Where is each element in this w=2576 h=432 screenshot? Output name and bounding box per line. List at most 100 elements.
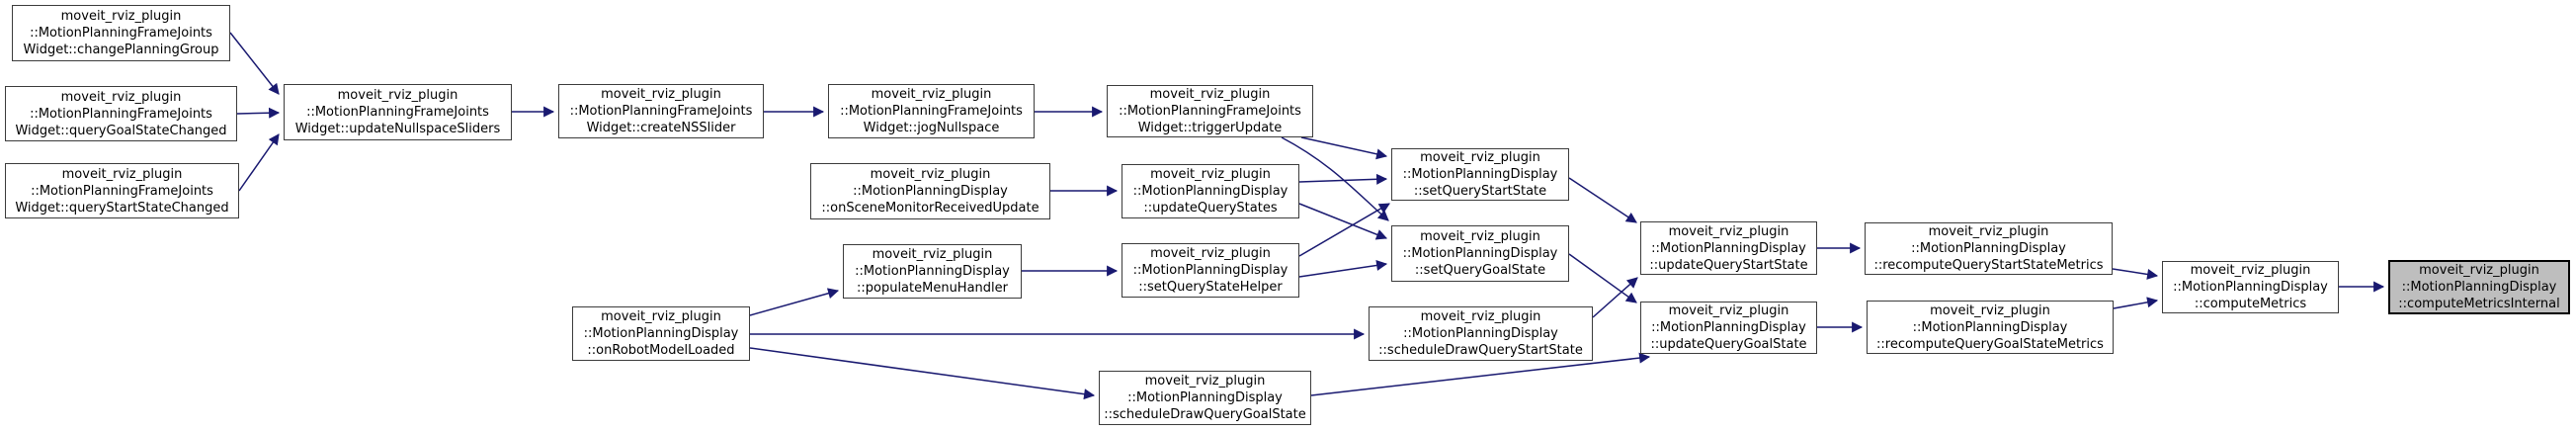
node-label-line: moveit_rviz_plugin [601, 87, 721, 102]
node-label-line: moveit_rviz_plugin [1144, 374, 1266, 389]
node-label-line: ::MotionPlanningDisplay [1651, 240, 1806, 256]
node-queryStartStateChanged[interactable]: moveit_rviz_plugin::MotionPlanningFrameJ… [5, 163, 239, 218]
node-label-line: ::updateQueryStates [1143, 201, 1278, 216]
node-updateQueryGoalState[interactable]: moveit_rviz_plugin::MotionPlanningDispla… [1640, 302, 1817, 354]
edge-setQueryGoalState-to-updateQueryGoalState [1568, 253, 1637, 303]
node-label-line: ::scheduleDrawQueryStartState [1378, 343, 1583, 358]
node-label-line: ::MotionPlanningDisplay [2401, 280, 2557, 295]
edge-scheduleDrawQueryGoalState-to-updateQueryGoalState [1310, 352, 1651, 396]
node-label-line: moveit_rviz_plugin [60, 9, 182, 24]
node-label-line: Widget::jogNullspace [863, 121, 1000, 135]
node-setQueryStateHelper[interactable]: moveit_rviz_plugin::MotionPlanningDispla… [1122, 243, 1299, 298]
node-label-line: moveit_rviz_plugin [2190, 263, 2311, 278]
node-label-line: ::setQueryGoalState [1414, 263, 1546, 278]
edge-queryGoalStateChanged-to-updateNullspaceSliders [236, 107, 281, 119]
node-recomputeQueryGoalStateMetrics[interactable]: moveit_rviz_plugin::MotionPlanningDispla… [1867, 301, 2114, 354]
edge-changePlanningGroup-to-updateNullspaceSliders [229, 32, 280, 95]
node-label-line: ::MotionPlanningDisplay [2173, 280, 2328, 295]
node-label-line: moveit_rviz_plugin [871, 87, 992, 102]
node-label-line: Widget::updateNullspaceSliders [294, 122, 501, 136]
node-updateNullspaceSliders[interactable]: moveit_rviz_plugin::MotionPlanningFrameJ… [284, 84, 512, 140]
node-label-line: ::recomputeQueryStartStateMetrics [1873, 258, 2104, 273]
node-label-line: ::MotionPlanningDisplay [1127, 390, 1283, 405]
edge-updateQueryStates-to-setQueryGoalState [1298, 203, 1388, 240]
node-recomputeQueryStartStateMetrics[interactable]: moveit_rviz_plugin::MotionPlanningDispla… [1865, 222, 2113, 275]
node-label-line: Widget::queryGoalStateChanged [15, 123, 227, 138]
node-label-line: ::MotionPlanningDisplay [853, 184, 1008, 199]
node-label-line: moveit_rviz_plugin [60, 89, 182, 105]
node-label-line: Widget::queryStartStateChanged [15, 200, 229, 216]
node-label-line: ::updateQueryGoalState [1650, 337, 1807, 352]
edge-setQueryStartState-to-updateQueryStartState [1568, 177, 1637, 223]
node-label-line: ::MotionPlanningDisplay [1651, 320, 1806, 335]
edge-onRobotModelLoaded-to-scheduleDrawQueryGoalState [749, 347, 1096, 400]
node-label-line: ::MotionPlanningDisplay [1132, 263, 1288, 278]
node-populateMenuHandler[interactable]: moveit_rviz_plugin::MotionPlanningDispla… [843, 244, 1022, 299]
node-label-line: moveit_rviz_plugin [1930, 302, 2050, 318]
node-label-line: ::onSceneMonitorReceivedUpdate [821, 201, 1039, 216]
node-computeMetrics[interactable]: moveit_rviz_plugin::MotionPlanningDispla… [2162, 261, 2339, 313]
node-label-line: ::MotionPlanningDisplay [1912, 319, 2068, 335]
node-label-line: ::MotionPlanningFrameJoints [30, 26, 212, 41]
edge-recomputeQueryStartStateMetrics-to-computeMetrics [2112, 268, 2159, 280]
node-createNSSlider[interactable]: moveit_rviz_plugin::MotionPlanningFrameJ… [558, 84, 764, 138]
node-updateQueryStates[interactable]: moveit_rviz_plugin::MotionPlanningDispla… [1122, 164, 1299, 218]
node-label-line: moveit_rviz_plugin [601, 309, 721, 324]
node-label-line: ::MotionPlanningFrameJoints [306, 105, 489, 120]
node-label-line: ::scheduleDrawQueryGoalState [1104, 407, 1306, 422]
node-label-line: ::MotionPlanningDisplay [1402, 167, 1558, 182]
node-label-line: moveit_rviz_plugin [1420, 150, 1540, 165]
node-label-line: ::updateQueryStartState [1649, 257, 1808, 273]
edge-scheduleDrawQueryStartState-to-updateQueryStartState [1592, 277, 1638, 318]
node-label-line: moveit_rviz_plugin [1420, 229, 1540, 244]
node-label-line: moveit_rviz_plugin [1420, 309, 1541, 324]
node-label-line: moveit_rviz_plugin [872, 247, 993, 262]
node-label-line: ::onRobotModelLoaded [587, 343, 735, 358]
edge-setQueryStateHelper-to-setQueryStartState [1298, 203, 1390, 257]
node-updateQueryStartState[interactable]: moveit_rviz_plugin::MotionPlanningDispla… [1640, 221, 1817, 275]
node-label-line: ::setQueryStartState [1413, 184, 1547, 199]
node-label-line: ::MotionPlanningDisplay [1132, 184, 1288, 199]
node-label-line: Widget::changePlanningGroup [23, 43, 219, 57]
node-label-line: ::populateMenuHandler [856, 281, 1008, 296]
node-label-line: moveit_rviz_plugin [1668, 223, 1789, 239]
node-label-line: moveit_rviz_plugin [2419, 263, 2539, 278]
node-label-line: ::computeMetrics [2194, 297, 2307, 311]
node-label-line: ::recomputeQueryGoalStateMetrics [1876, 336, 2104, 352]
edge-recomputeQueryGoalStateMetrics-to-computeMetrics [2113, 297, 2159, 309]
node-label-line: moveit_rviz_plugin [1149, 87, 1271, 102]
node-scheduleDrawQueryGoalState[interactable]: moveit_rviz_plugin::MotionPlanningDispla… [1099, 371, 1311, 425]
node-changePlanningGroup[interactable]: moveit_rviz_plugin::MotionPlanningFrameJ… [12, 5, 230, 61]
edge-onRobotModelLoaded-to-populateMenuHandler [749, 288, 840, 316]
node-triggerUpdate[interactable]: moveit_rviz_plugin::MotionPlanningFrameJ… [1107, 85, 1313, 137]
edge-triggerUpdate-to-setQueryStartState [1300, 136, 1388, 160]
node-setQueryGoalState[interactable]: moveit_rviz_plugin::MotionPlanningDispla… [1391, 225, 1569, 282]
node-label-line: ::MotionPlanningFrameJoints [840, 104, 1023, 119]
node-label-line: moveit_rviz_plugin [1668, 303, 1789, 318]
node-label-line: Widget::triggerUpdate [1137, 121, 1283, 135]
node-setQueryStartState[interactable]: moveit_rviz_plugin::MotionPlanningDispla… [1391, 148, 1569, 201]
node-onRobotModelLoaded[interactable]: moveit_rviz_plugin::MotionPlanningDispla… [572, 306, 750, 361]
node-label-line: Widget::createNSSlider [586, 121, 736, 135]
node-label-line: moveit_rviz_plugin [1928, 224, 2049, 239]
edge-setQueryStateHelper-to-setQueryGoalState [1298, 260, 1388, 278]
node-label-line: moveit_rviz_plugin [1150, 246, 1271, 261]
node-label-line: moveit_rviz_plugin [1150, 167, 1271, 182]
node-label-line: moveit_rviz_plugin [61, 166, 183, 182]
edge-queryStartStateChanged-to-updateNullspaceSliders [238, 133, 280, 192]
node-label-line: ::MotionPlanningDisplay [1402, 246, 1558, 261]
node-label-line: ::MotionPlanningFrameJoints [30, 106, 212, 122]
node-label-line: moveit_rviz_plugin [337, 88, 458, 103]
node-onSceneMonitorReceivedUpdate[interactable]: moveit_rviz_plugin::MotionPlanningDispla… [810, 163, 1050, 219]
node-label-line: ::MotionPlanningFrameJoints [31, 183, 213, 199]
node-computeMetricsInternal: moveit_rviz_plugin::MotionPlanningDispla… [2388, 260, 2570, 314]
node-label-line: ::MotionPlanningFrameJoints [569, 104, 753, 119]
node-scheduleDrawQueryStartState[interactable]: moveit_rviz_plugin::MotionPlanningDispla… [1369, 306, 1593, 361]
node-label-line: ::MotionPlanningFrameJoints [1119, 104, 1301, 119]
node-label-line: ::MotionPlanningDisplay [855, 264, 1010, 279]
node-queryGoalStateChanged[interactable]: moveit_rviz_plugin::MotionPlanningFrameJ… [5, 86, 237, 141]
node-label-line: ::MotionPlanningDisplay [1911, 241, 2066, 256]
node-jogNullspace[interactable]: moveit_rviz_plugin::MotionPlanningFrameJ… [828, 84, 1035, 138]
